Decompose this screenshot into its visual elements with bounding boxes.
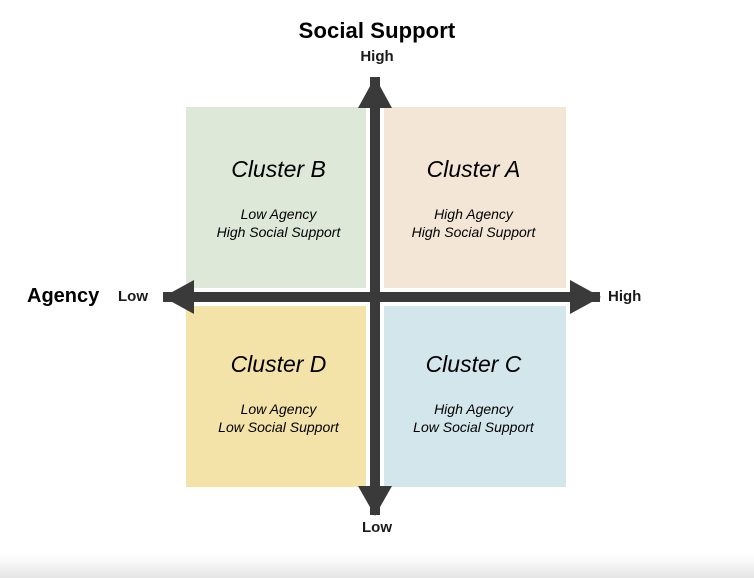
quadrant-desc-line-1: Low Agency xyxy=(240,205,317,222)
y-axis-shaft xyxy=(370,77,380,515)
quadrant-desc-line-2: Low Social Support xyxy=(218,419,339,436)
x-axis-high-label: High xyxy=(608,288,642,305)
quadrant-label: Cluster C xyxy=(425,351,522,378)
quadrant-description: High Agency Low Social Support xyxy=(413,400,534,437)
arrow-right-icon xyxy=(570,280,601,314)
y-axis-high-label: High xyxy=(360,48,394,65)
quadrant-desc-line-1: Low Agency xyxy=(240,400,317,417)
quadrant-desc-line-2: High Social Support xyxy=(216,224,341,241)
x-axis-name: Agency xyxy=(27,285,100,307)
x-axis-shaft xyxy=(163,292,600,302)
quadrant-description: Low Agency Low Social Support xyxy=(218,400,339,437)
quadrant-description: High Agency High Social Support xyxy=(412,205,536,242)
arrow-down-icon xyxy=(358,486,392,516)
quadrant-cluster-b[interactable]: Cluster B Low Agency High Social Support xyxy=(186,107,371,292)
y-axis-low-label: Low xyxy=(362,519,392,536)
x-axis-low-label: Low xyxy=(118,288,148,305)
quadrant-label: Cluster D xyxy=(230,351,327,378)
arrow-up-icon xyxy=(358,77,392,108)
quadrant-cluster-a[interactable]: Cluster A High Agency High Social Suppor… xyxy=(381,107,566,292)
quadrant-desc-line-2: Low Social Support xyxy=(413,419,534,436)
quadrant-desc-line-2: High Social Support xyxy=(411,224,536,241)
quadrant-desc-line-1: High Agency xyxy=(434,400,513,417)
quadrant-desc-line-1: High Agency xyxy=(434,205,513,222)
quadrant-cluster-d[interactable]: Cluster D Low Agency Low Social Support xyxy=(186,302,371,487)
quadrant-cluster-c[interactable]: Cluster C High Agency Low Social Support xyxy=(381,302,566,487)
page-bottom-edge xyxy=(0,554,754,578)
quadrant-label: Cluster B xyxy=(231,156,326,183)
quadrant-description: Low Agency High Social Support xyxy=(217,205,341,242)
quadrant-label: Cluster A xyxy=(426,156,521,183)
page-title: Social Support xyxy=(298,18,456,43)
